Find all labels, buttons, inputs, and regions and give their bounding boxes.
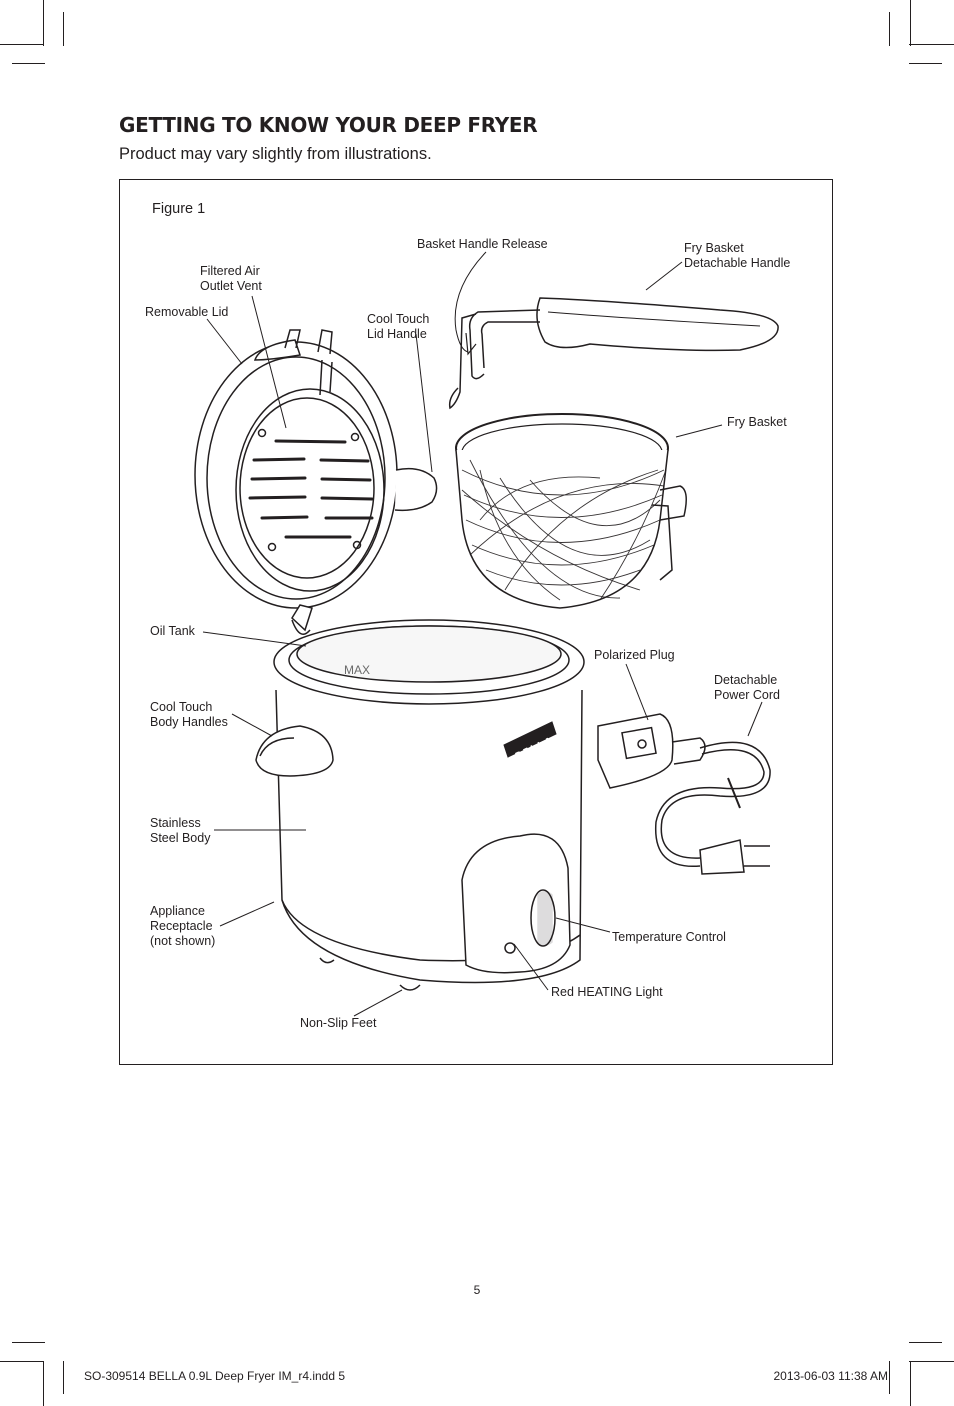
svg-text:Stainless: Stainless [150,816,201,830]
label-cool-touch-body-handles: Cool Touch Body Handles [150,700,228,729]
label-non-slip-feet: Non-Slip Feet [300,1016,377,1030]
max-fill-mark: MAX [344,663,370,677]
svg-text:Filtered Air: Filtered Air [200,264,260,278]
label-temperature-control: Temperature Control [612,930,726,944]
svg-text:Cool Touch: Cool Touch [367,312,429,326]
crop-mark [12,1342,45,1343]
crop-mark [43,0,44,46]
fryer-body-illustration [255,619,585,991]
svg-text:Red HEATING Light: Red HEATING Light [551,985,663,999]
figure-frame [119,179,833,1065]
svg-text:Figure 1: Figure 1 [152,201,205,217]
svg-text:Outlet Vent: Outlet Vent [200,279,262,293]
page-number: 5 [473,1283,481,1297]
crop-mark [909,1361,954,1362]
page-title: GETTING TO KNOW YOUR DEEP FRYER [119,113,538,137]
label-detachable-power-cord: Detachable Power Cord [714,673,780,702]
label-fry-basket: Fry Basket [727,415,787,429]
file-timestamp: 2013-06-03 11:38 AM [773,1369,888,1383]
label-oil-tank: Oil Tank [150,624,196,638]
crop-mark [63,12,64,46]
svg-text:Detachable Handle: Detachable Handle [684,256,790,270]
svg-text:Appliance: Appliance [150,904,205,918]
svg-text:Power Cord: Power Cord [714,688,780,702]
svg-text:Oil Tank: Oil Tank [150,624,196,638]
svg-text:Fry Basket: Fry Basket [684,241,744,255]
svg-text:Receptacle: Receptacle [150,919,213,933]
label-fry-basket-detachable-handle: Fry Basket Detachable Handle [684,241,790,270]
label-polarized-plug: Polarized Plug [594,648,675,662]
crop-mark [909,63,942,64]
svg-text:Body Handles: Body Handles [150,715,228,729]
crop-mark [12,63,45,64]
fry-basket-illustration [455,413,687,609]
svg-text:Detachable: Detachable [714,673,777,687]
page-subtitle: Product may vary slightly from illustrat… [119,145,432,163]
svg-text:Temperature Control: Temperature Control [612,930,726,944]
svg-text:Lid Handle: Lid Handle [367,327,427,341]
svg-text:(not shown): (not shown) [150,934,215,948]
crop-mark [889,1361,890,1394]
label-basket-handle-release: Basket Handle Release [417,237,548,251]
removable-lid-illustration [194,329,438,632]
crop-mark [0,44,44,45]
label-appliance-receptacle: Appliance Receptacle (not shown) [150,904,215,948]
crop-mark [910,1361,911,1406]
crop-mark [909,1342,942,1343]
svg-text:Cool Touch: Cool Touch [150,700,212,714]
label-stainless-steel-body: Stainless Steel Body [150,816,211,845]
svg-text:Steel Body: Steel Body [150,831,211,845]
crop-mark [63,1361,64,1394]
leader-lines [202,251,763,1017]
power-cord-illustration [597,713,771,875]
svg-text:Polarized Plug: Polarized Plug [594,648,675,662]
svg-text:Basket Handle Release: Basket Handle Release [417,237,548,251]
svg-text:Removable Lid: Removable Lid [145,305,228,319]
label-removable-lid: Removable Lid [145,305,228,319]
crop-mark [909,44,954,45]
svg-text:Fry Basket: Fry Basket [727,415,787,429]
label-cool-touch-lid-handle: Cool Touch Lid Handle [367,312,429,341]
label-filtered-air-outlet-vent: Filtered Air Outlet Vent [200,264,262,293]
crop-mark [43,1361,44,1406]
svg-text:Non-Slip Feet: Non-Slip Feet [300,1016,377,1030]
crop-mark [889,12,890,46]
basket-handle-illustration [448,297,779,410]
crop-mark [0,1361,44,1362]
crop-mark [910,0,911,46]
label-red-heating-light: Red HEATING Light [551,985,663,999]
file-slug: SO-309514 BELLA 0.9L Deep Fryer IM_r4.in… [84,1369,346,1383]
figure-caption: Figure 1 [152,201,205,217]
